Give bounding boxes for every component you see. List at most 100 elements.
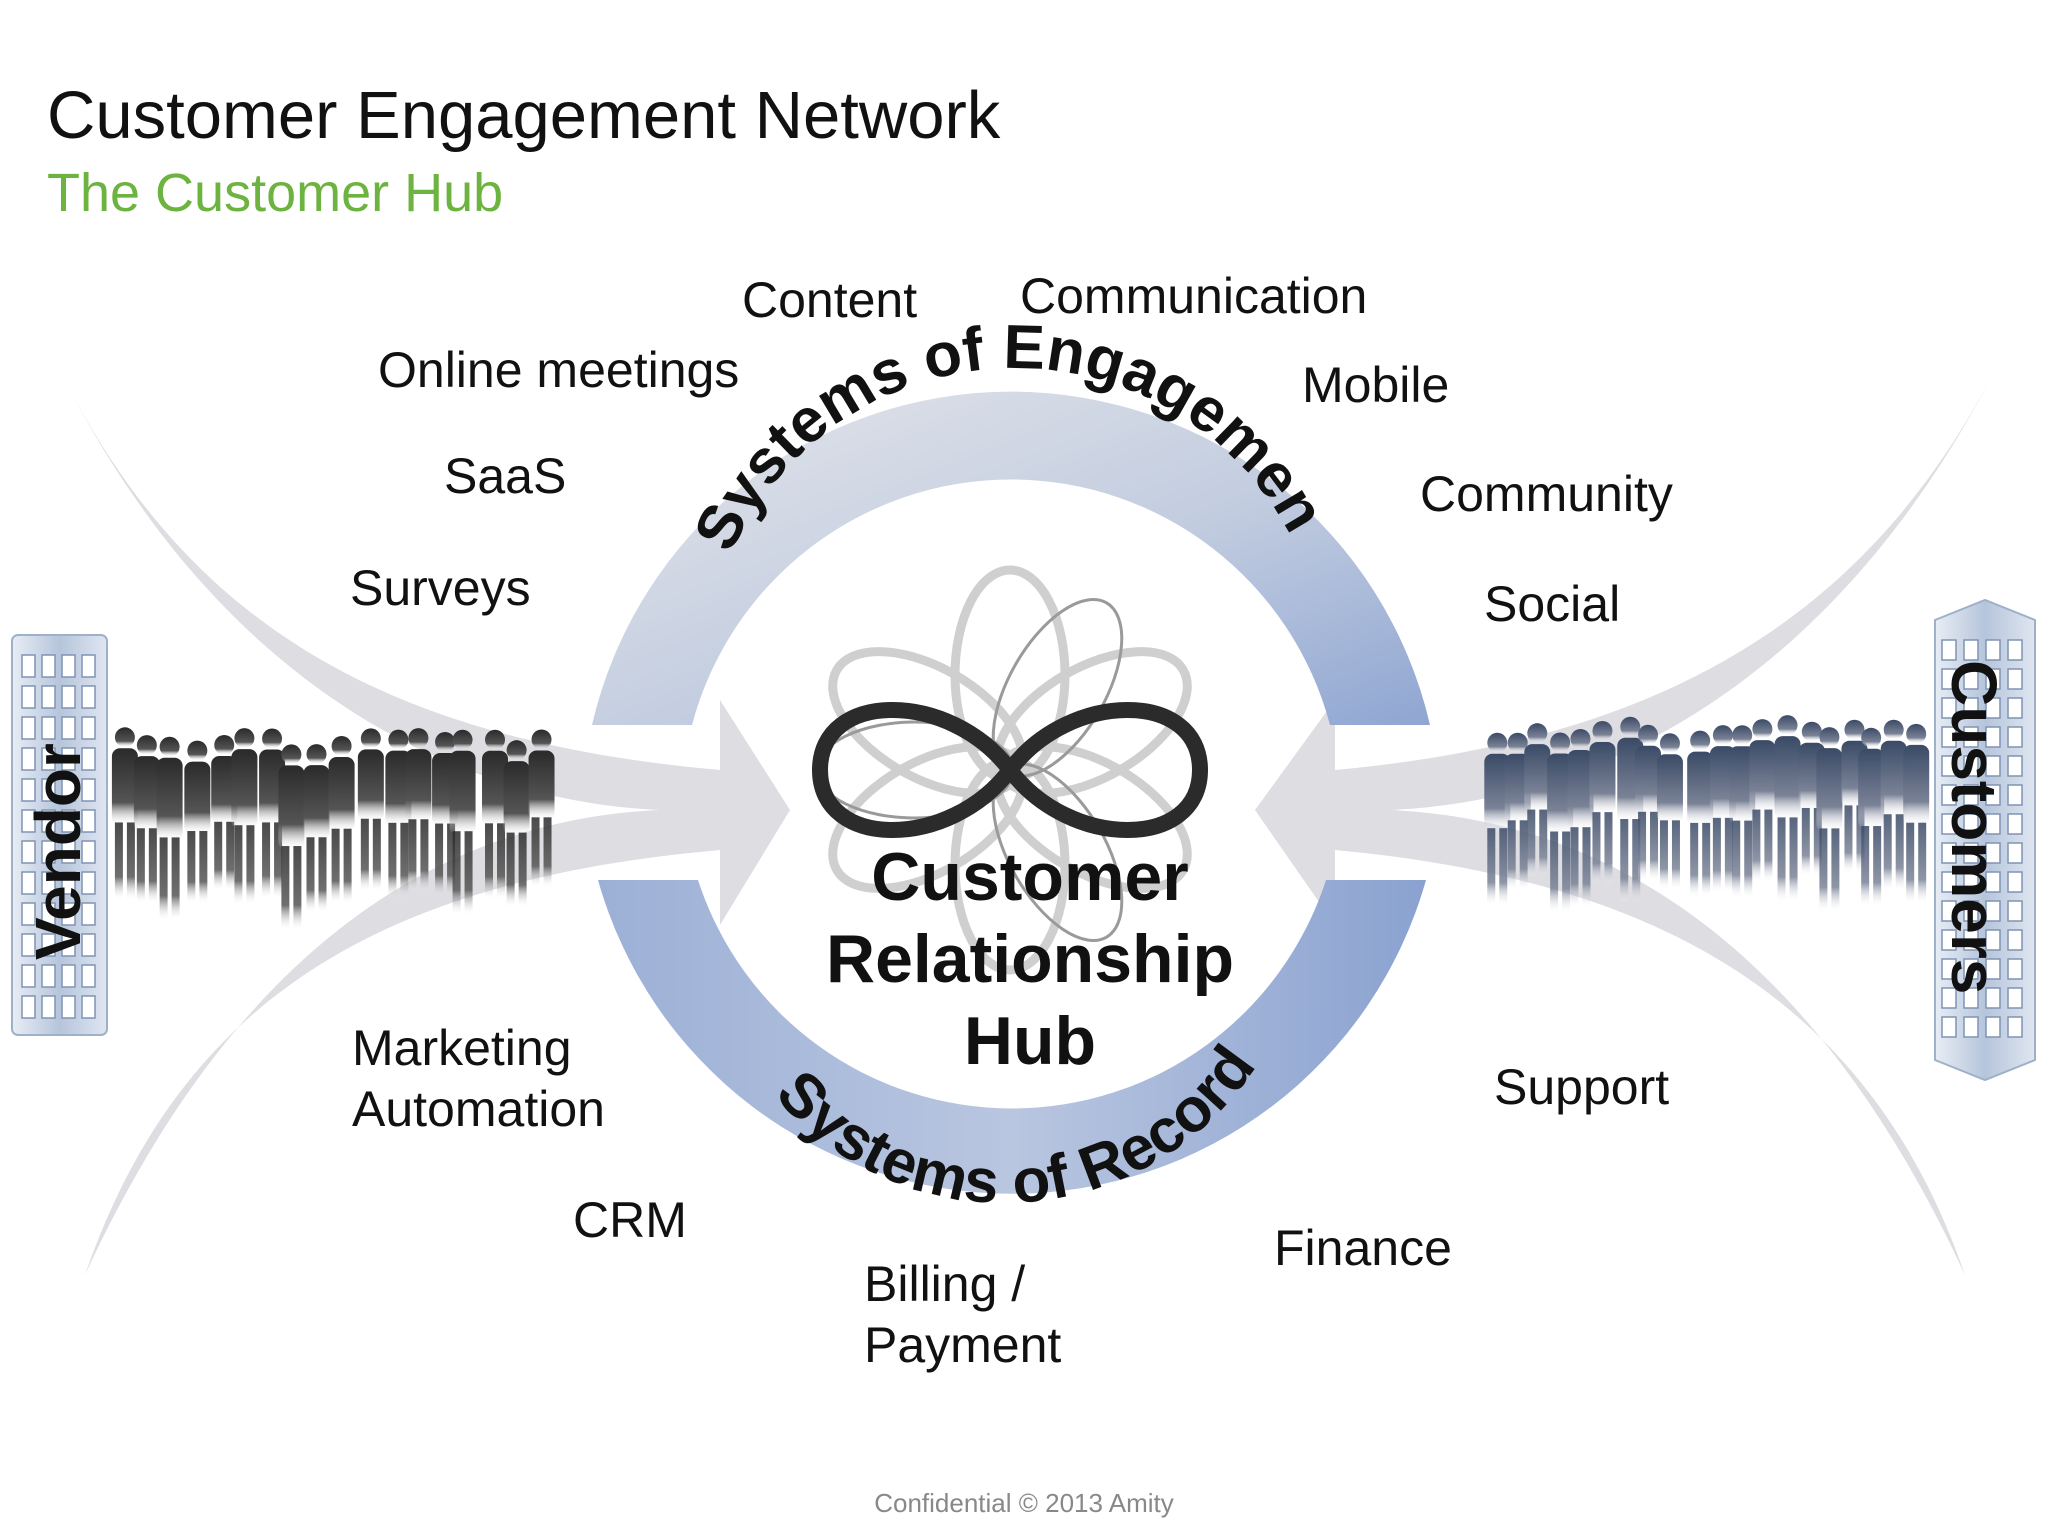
person-head — [281, 744, 302, 765]
window — [1963, 1016, 1979, 1038]
person-leg — [1592, 812, 1601, 886]
person-head — [388, 729, 409, 750]
person-leg — [114, 822, 123, 901]
person-leg — [331, 828, 340, 904]
person-head — [1570, 728, 1591, 749]
window — [1985, 726, 2001, 748]
window — [1941, 987, 1957, 1009]
person-leg — [452, 831, 461, 916]
person-leg — [435, 823, 444, 898]
person-leg — [420, 819, 429, 893]
window — [1941, 842, 1957, 864]
person-head — [1550, 732, 1571, 753]
item-social: Social — [1484, 576, 1621, 632]
person-head — [1638, 724, 1659, 745]
person-leg — [171, 837, 180, 921]
person-head — [1592, 720, 1613, 741]
person-head — [187, 740, 208, 761]
person-leg — [485, 823, 494, 900]
person-leg — [1856, 805, 1865, 874]
person-head — [1777, 715, 1798, 736]
person-leg — [1604, 812, 1613, 886]
window — [1985, 900, 2001, 922]
item-support: Support — [1494, 1059, 1670, 1115]
person-head — [159, 736, 180, 757]
person-leg — [1519, 820, 1528, 890]
person-leg — [1507, 820, 1516, 890]
window — [1963, 987, 1979, 1009]
billing-line2: Payment — [864, 1317, 1062, 1373]
person-leg — [1819, 828, 1828, 913]
person-leg — [497, 823, 506, 900]
person-leg — [1732, 820, 1741, 899]
window — [1941, 813, 1957, 835]
person-leg — [1702, 822, 1711, 898]
window — [1941, 697, 1957, 719]
person-head — [1801, 721, 1822, 742]
person-body — [503, 761, 530, 836]
window — [2007, 668, 2023, 690]
person-leg — [1724, 817, 1733, 893]
window — [1985, 639, 2001, 661]
window — [1941, 755, 1957, 777]
window — [21, 840, 36, 864]
item-marketing-automation: Marketing Automation — [352, 1018, 605, 1140]
person-body — [1504, 753, 1531, 824]
window — [61, 902, 76, 926]
window — [1941, 958, 1957, 980]
person-leg — [187, 831, 196, 904]
window — [41, 716, 56, 740]
window — [61, 654, 76, 678]
customers-building — [1934, 598, 2036, 1082]
person-leg — [1883, 814, 1892, 892]
window — [2007, 900, 2023, 922]
person-leg — [246, 825, 255, 905]
window — [1941, 1016, 1957, 1038]
window — [21, 995, 36, 1019]
item-community: Community — [1420, 466, 1673, 522]
person-head — [408, 728, 429, 749]
window — [41, 995, 56, 1019]
person-leg — [543, 817, 552, 888]
window — [2007, 639, 2023, 661]
window — [61, 716, 76, 740]
person-head — [262, 728, 283, 749]
window — [81, 809, 96, 833]
window — [41, 840, 56, 864]
window — [1985, 784, 2001, 806]
person-leg — [1487, 828, 1496, 907]
person-body — [1567, 749, 1594, 831]
footer: Confidential © 2013 Amity — [874, 1488, 1174, 1518]
person-body — [1635, 745, 1662, 815]
person-leg — [1789, 817, 1798, 903]
person-leg — [1638, 811, 1647, 881]
person-body — [1484, 753, 1511, 832]
person-leg — [388, 822, 397, 899]
window — [21, 964, 36, 988]
window — [1985, 929, 2001, 951]
person-head — [1620, 716, 1641, 737]
left-arrow — [55, 360, 790, 1275]
hub-logo-icon — [811, 565, 1209, 975]
window — [21, 716, 36, 740]
person-head — [506, 740, 527, 761]
person-body — [133, 756, 160, 832]
window — [1941, 929, 1957, 951]
person-leg — [343, 828, 352, 904]
window — [1985, 842, 2001, 864]
person-head — [1507, 732, 1528, 753]
item-content: Content — [742, 272, 918, 328]
person-leg — [226, 821, 235, 891]
person-head — [435, 732, 456, 753]
window — [2007, 958, 2023, 980]
window — [1941, 726, 1957, 748]
person-body — [449, 750, 476, 835]
person-body — [1656, 754, 1683, 824]
window — [81, 995, 96, 1019]
person-leg — [408, 819, 417, 893]
window — [1963, 871, 1979, 893]
person-leg — [1570, 827, 1579, 909]
window — [1963, 958, 1979, 980]
person-leg — [214, 821, 223, 891]
